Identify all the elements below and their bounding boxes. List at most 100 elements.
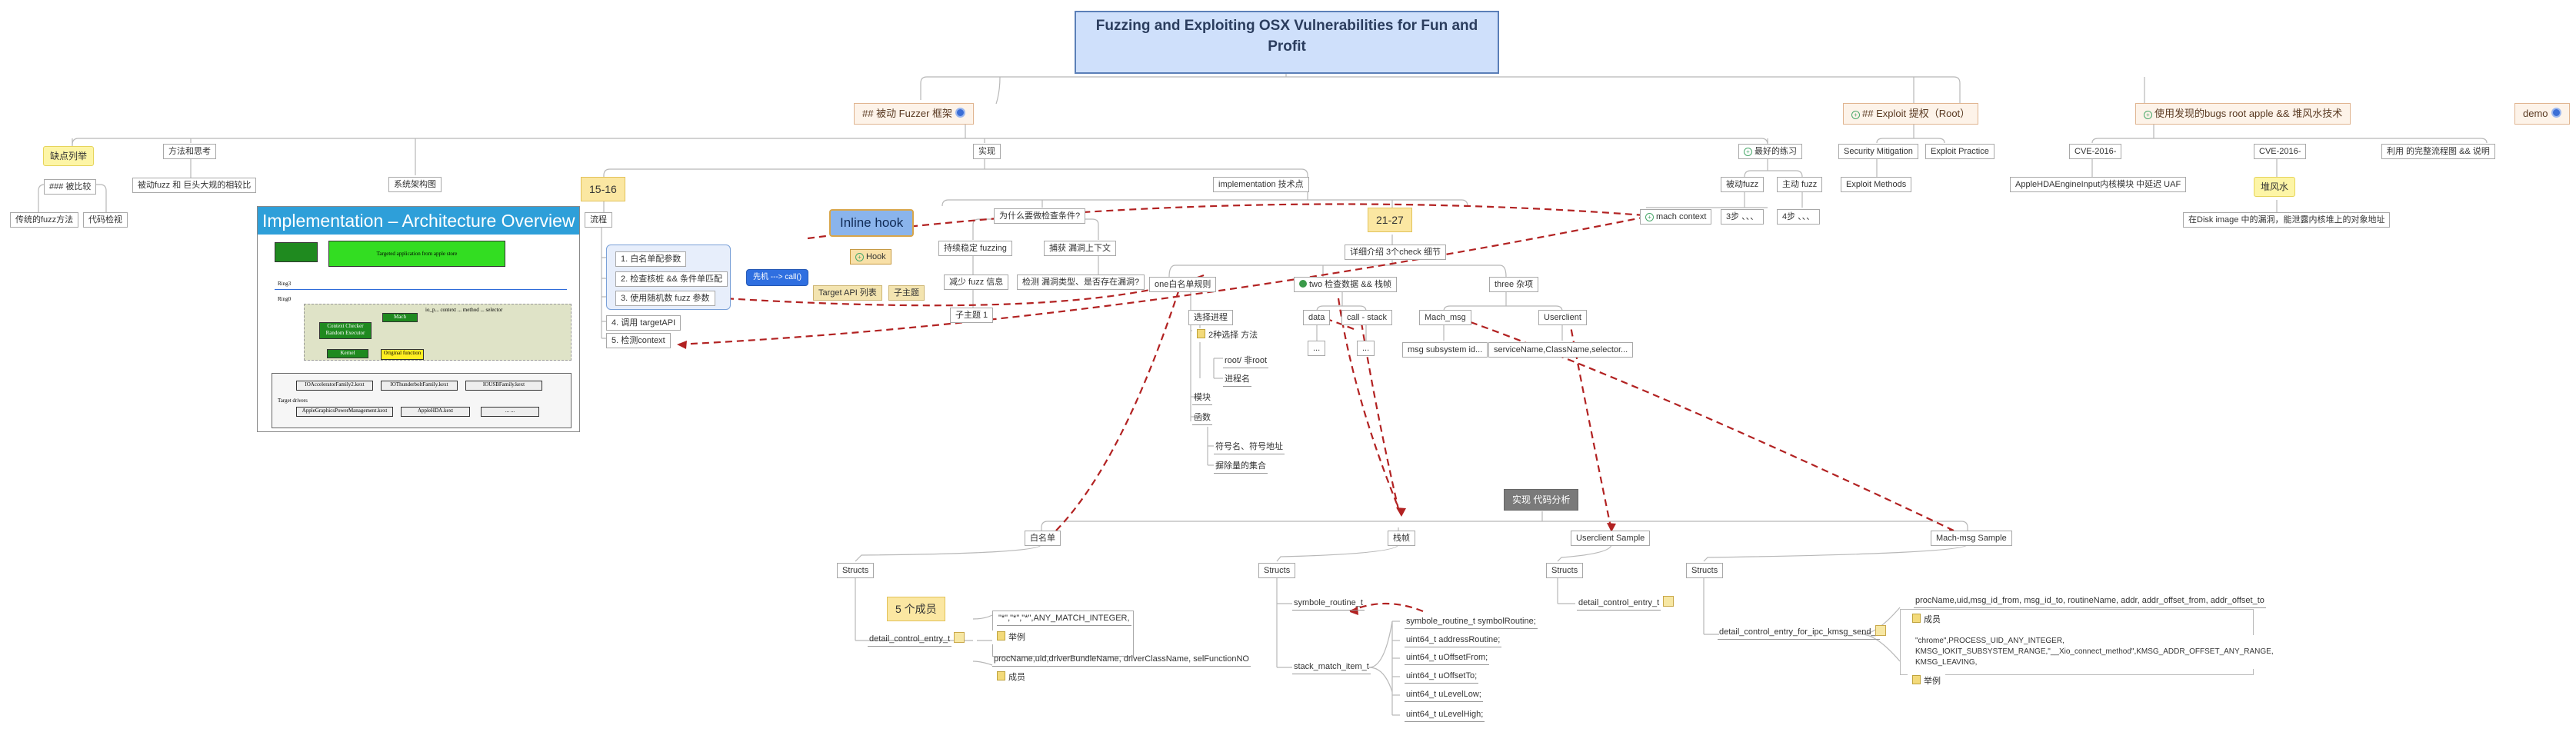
topic-two[interactable]: two 检查数据 && 栈帧 (1294, 277, 1397, 292)
topic-child-api[interactable]: 子主题 (888, 285, 925, 301)
topic-structs-4[interactable]: Structs (1686, 563, 1724, 578)
topic-target-api[interactable]: Target API 列表 (813, 285, 882, 301)
topic-symbol[interactable]: 符号名、符号地址 (1214, 440, 1285, 454)
topic-example-1[interactable]: 举例 (992, 631, 1030, 644)
note-icon[interactable] (1875, 625, 1886, 636)
topic-mach-context[interactable]: +mach context (1640, 209, 1712, 225)
topic-entry-1[interactable]: detail_control_entry_t (868, 632, 952, 647)
topic-collect[interactable]: 减少 fuzz 信息 (944, 274, 1009, 290)
topic-impl-tech[interactable]: implementation 技术点 (1213, 177, 1309, 192)
topic-proc-name[interactable]: 进程名 (1223, 372, 1251, 387)
topic-cve-1[interactable]: CVE-2016- (2069, 144, 2122, 159)
topic-dots-2[interactable]: ... (1357, 341, 1375, 356)
topic-service-name[interactable]: serviceName,ClassName,selector... (1488, 342, 1634, 358)
topic-three[interactable]: three 杂项 (1489, 277, 1539, 292)
topic-chrome-example[interactable]: "chrome",PROCESS_UID_ANY_INTEGER, KMSG_I… (1911, 635, 2278, 669)
topic-method[interactable]: 方法和思考 (163, 144, 216, 159)
topic-member-4[interactable]: 成员 (1908, 613, 1945, 627)
topic-code-review[interactable]: 代码检视 (83, 212, 128, 228)
topic-five-members[interactable]: 5 个成员 (887, 597, 945, 621)
note-icon[interactable] (954, 632, 965, 643)
branch-demo[interactable]: demo (2514, 103, 2570, 125)
topic-heap-sub[interactable]: 在Disk image 中的漏洞，能泄露内核堆上的对象地址 (2183, 212, 2391, 228)
topic-call-note[interactable]: 先机 ---> call() (746, 269, 809, 286)
expand-icon[interactable]: + (855, 253, 864, 261)
topic-detail[interactable]: 详细介绍 3个check 细节 (1345, 245, 1446, 260)
topic-shortcomings[interactable]: 缺点列举 (43, 146, 95, 166)
topic-method-sub[interactable]: 被动fuzz 和 巨头大规的相较比 (132, 178, 257, 193)
topic-sysarch[interactable]: 系统架构图 (388, 177, 442, 192)
topic-structs-3[interactable]: Structs (1546, 563, 1584, 578)
topic-uint-2[interactable]: uint64_t uOffsetFrom; (1405, 650, 1490, 665)
topic-dots-1[interactable]: ... (1308, 341, 1326, 356)
topic-exploit-methods[interactable]: Exploit Methods (1841, 177, 1912, 192)
topic-cve-2[interactable]: CVE-2016- (2254, 144, 2307, 159)
topic-structs-2[interactable]: Structs (1258, 563, 1296, 578)
topic-21-27[interactable]: 21-27 (1368, 208, 1412, 232)
topic-select-choice[interactable]: 2种选择 方法 (1192, 328, 1263, 342)
topic-example-4[interactable]: 举例 (1908, 674, 1945, 688)
note-icon[interactable] (1663, 596, 1674, 607)
topic-func[interactable]: 函数 (1192, 411, 1212, 425)
topic-symbole[interactable]: symbole_routine_t (1292, 596, 1365, 611)
topic-flow[interactable]: 利用 的完整流程图 && 说明 (2381, 144, 2495, 159)
topic-root-proc[interactable]: root/ 非root (1223, 354, 1269, 368)
topic-security[interactable]: Security Mitigation (1838, 144, 1918, 159)
topic-cve-1-sub[interactable]: AppleHDAEngineInput内核模块 中延迟 UAF (2010, 177, 2187, 192)
step-5[interactable]: 5. 检测context (606, 333, 671, 348)
topic-filter[interactable]: 捕获 漏洞上下文 (1044, 241, 1117, 256)
topic-module[interactable]: 模块 (1192, 391, 1212, 405)
topic-stable[interactable]: 持续稳定 fuzzing (938, 241, 1012, 256)
topic-hook[interactable]: +Hook (850, 249, 891, 265)
topic-mach-sample[interactable]: Mach-msg Sample (1931, 531, 2012, 546)
topic-why[interactable]: 为什么要做检查条件? (994, 208, 1086, 224)
topic-active[interactable]: 主动 fuzz (1777, 177, 1823, 192)
topic-select-proc[interactable]: 选择进程 (1188, 310, 1233, 325)
branch-bugs[interactable]: +使用发现的bugs root apple && 堆风水技术 (2135, 103, 2351, 125)
branch-fuzzer[interactable]: ## 被动 Fuzzer 框架 (854, 103, 975, 125)
topic-impl[interactable]: 实现 (973, 144, 1001, 159)
topic-match-item[interactable]: stack_match_item_t (1292, 660, 1371, 674)
topic-heap[interactable]: 堆风水 (2254, 177, 2296, 197)
topic-four-steps[interactable]: 4步 、、、 (1777, 209, 1821, 225)
topic-userclient[interactable]: Userclient (1538, 310, 1587, 325)
expand-icon[interactable]: + (1744, 148, 1752, 156)
branch-exploit[interactable]: +## Exploit 提权（Root） (1843, 103, 1979, 125)
topic-old-fuzz[interactable]: ### 被比较 (44, 179, 97, 195)
root-topic[interactable]: Fuzzing and Exploiting OSX Vulnerabiliti… (1075, 11, 1499, 74)
topic-entry-4[interactable]: detail_control_entry_for_ipc_kmsg_send_t (1718, 625, 1880, 640)
link-icon[interactable] (955, 108, 966, 118)
topic-mach-msg[interactable]: Mach_msg (1419, 310, 1471, 325)
topic-exclude[interactable]: 摒除量的集合 (1214, 459, 1268, 474)
link-icon[interactable] (2551, 108, 2561, 118)
topic-proc-line[interactable]: procName,uid,msg_id_from, msg_id_to, rou… (1914, 594, 2266, 608)
topic-child1[interactable]: 子主题 1 (950, 308, 994, 323)
topic-practice[interactable]: +最好的练习 (1738, 144, 1802, 159)
topic-one-whitelist[interactable]: one白名单规则 (1149, 277, 1217, 292)
step-1[interactable]: 1. 白名单配参数 (615, 251, 687, 267)
topic-passive[interactable]: 被动fuzz (1721, 177, 1765, 192)
topic-symbole-field[interactable]: symbole_routine_t symbolRoutine; (1405, 614, 1538, 629)
topic-uint-5[interactable]: uint64_t uLevelHigh; (1405, 707, 1485, 722)
expand-icon[interactable]: + (2144, 111, 2152, 119)
topic-whitelist-code[interactable]: 白名单 (1025, 531, 1061, 546)
step-4[interactable]: 4. 调用 targetAPI (606, 315, 681, 331)
topic-process[interactable]: 流程 (585, 212, 612, 228)
topic-check[interactable]: 检测 漏洞类型、是否存在漏洞? (1017, 274, 1145, 290)
topic-proc-fields[interactable]: procName,uid,driverBundleName, driverCla… (992, 652, 1251, 667)
step-3[interactable]: 3. 使用随机数 fuzz 参数 (615, 291, 715, 306)
topic-code-analysis[interactable]: 实现 代码分析 (1504, 489, 1579, 511)
topic-member-1[interactable]: 成员 (992, 670, 1030, 684)
step-2[interactable]: 2. 检查核桩 && 条件单匹配 (615, 271, 728, 287)
topic-userclient-sample[interactable]: Userclient Sample (1571, 531, 1651, 546)
topic-entry-3[interactable]: detail_control_entry_t (1577, 596, 1661, 611)
topic-inline-hook[interactable]: Inline hook (829, 209, 915, 237)
topic-structs-1[interactable]: Structs (837, 563, 875, 578)
topic-stack-frame[interactable]: 栈帧 (1388, 531, 1415, 546)
topic-uint-3[interactable]: uint64_t uOffsetTo; (1405, 669, 1479, 684)
topic-traditional[interactable]: 传统的fuzz方法 (10, 212, 79, 228)
topic-15-16[interactable]: 15-16 (581, 177, 625, 201)
topic-call-stack[interactable]: call - stack (1341, 310, 1392, 325)
topic-any-match[interactable]: "*","*","*",ANY_MATCH_INTEGER, (997, 611, 1131, 626)
topic-exploit-practice[interactable]: Exploit Practice (1925, 144, 1994, 159)
